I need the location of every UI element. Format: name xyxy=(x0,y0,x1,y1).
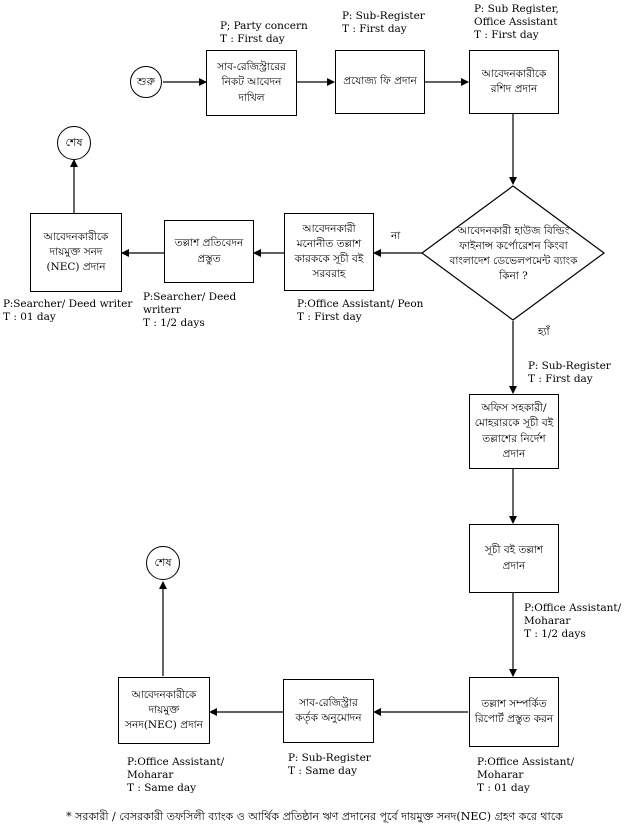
step-issue-nec-bottom: আবেদনকারীকে দায়মুক্ত সনদ(NEC) প্রদান xyxy=(118,677,210,744)
note-fee: P: Sub-Register T : First day xyxy=(342,10,425,36)
note-nec-top: P:Searcher/ Deed writer T : 01 day xyxy=(3,298,133,324)
step-issue-nec-top: আবেদনকারীকে দায়মুক্ত সনদ (NEC) প্রদান xyxy=(30,213,122,292)
end-terminal-bottom: শেষ xyxy=(146,546,180,580)
note-receipt: P: Sub Register, Office Assistant T : Fi… xyxy=(474,3,559,42)
decision-text-box: আবেদনকারী হাউজ বিল্ডিং ফাইনান্স কর্পোরেশ… xyxy=(448,212,579,296)
footnote: * সরকারী / বেসরকারী তফসিলী ব্যাংক ও আর্থ… xyxy=(66,810,563,823)
decision-text: আবেদনকারী হাউজ বিল্ডিং ফাইনান্স কর্পোরেশ… xyxy=(449,224,578,283)
step-prepare-search-report: তল্লাশ প্রতিবেদন প্রস্তুত xyxy=(164,220,254,283)
note-prepare-report: P:Office Assistant/ Moharar T : 01 day xyxy=(477,756,575,795)
start-label: শুরু xyxy=(137,74,155,88)
step-sub-register-approval: সাব-রেজিস্ট্রার কর্তৃক অনুমোদন xyxy=(283,679,374,743)
step-supply-text: আবেদনকারী মনোনীত তল্লাশ কারককে সূচী বই স… xyxy=(294,222,364,281)
note-search-report: P:Searcher/ Deed writerr T : 1/2 days xyxy=(143,291,237,330)
step-search-report-text: তল্লাশ প্রতিবেদন প্রস্তুত xyxy=(174,237,244,265)
note-instruct: P: Sub-Register T : First day xyxy=(528,360,611,386)
step-supply-index-book: আবেদনকারী মনোনীত তল্লাশ কারককে সূচী বই স… xyxy=(284,213,374,291)
step-prepare-report: তল্লাশ সম্পর্কিত রিপোর্ট প্রস্তুত করন xyxy=(469,677,559,747)
step-provide-text: সূচী বই তল্লাশ প্রদান xyxy=(484,544,544,572)
start-terminal: শুরু xyxy=(130,66,162,98)
note-submit: P; Party concern T : First day xyxy=(220,20,308,46)
step-give-receipt: আবেদনকারীকে রশিদ প্রদান xyxy=(469,50,559,114)
note-provide-index: P:Office Assistant/ Moharar T : 1/2 days xyxy=(524,602,622,641)
step-instruct-search: অফিস সহকারী/ মোহরারকে সূচী বই তল্লাশের ন… xyxy=(469,394,559,469)
step-submit-application: সাব-রেজিস্ট্রারের নিকট আবেদন দাখিল xyxy=(206,50,297,116)
step-pay-fee: প্রযোজ্য ফি প্রদান xyxy=(335,50,425,114)
step-nec-bottom-text: আবেদনকারীকে দায়মুক্ত সনদ(NEC) প্রদান xyxy=(125,688,203,732)
decision-diamond xyxy=(420,185,606,321)
step-fee-text: প্রযোজ্য ফি প্রদান xyxy=(343,75,417,88)
step-approval-text: সাব-রেজিস্ট্রার কর্তৃক অনুমোদন xyxy=(295,696,362,724)
note-approval: P: Sub-Register T : Same day xyxy=(288,752,371,778)
end-label-bottom: শেষ xyxy=(154,555,172,569)
end-label-top: শেষ xyxy=(65,135,83,149)
end-terminal-top: শেষ xyxy=(57,126,91,160)
branch-label-yes: হ্যাঁ xyxy=(538,326,550,338)
step-provide-index-search: সূচী বই তল্লাশ প্রদান xyxy=(469,524,559,593)
step-prepare-text: তল্লাশ সম্পর্কিত রিপোর্ট প্রস্তুত করন xyxy=(474,697,554,725)
branch-label-no: না xyxy=(391,230,401,242)
note-nec-bottom: P:Office Assistant/ Moharar T : Same day xyxy=(127,756,225,795)
step-instruct-text: অফিস সহকারী/ মোহরারকে সূচী বই তল্লাশের ন… xyxy=(474,402,554,460)
step-nec-top-text: আবেদনকারীকে দায়মুক্ত সনদ (NEC) প্রদান xyxy=(43,230,109,274)
note-supply-index: P:Office Assistant/ Peon T : First day xyxy=(297,298,424,324)
step-submit-text: সাব-রেজিস্ট্রারের নিকট আবেদন দাখিল xyxy=(217,61,286,104)
step-receipt-text: আবেদনকারীকে রশিদ প্রদান xyxy=(481,67,547,95)
